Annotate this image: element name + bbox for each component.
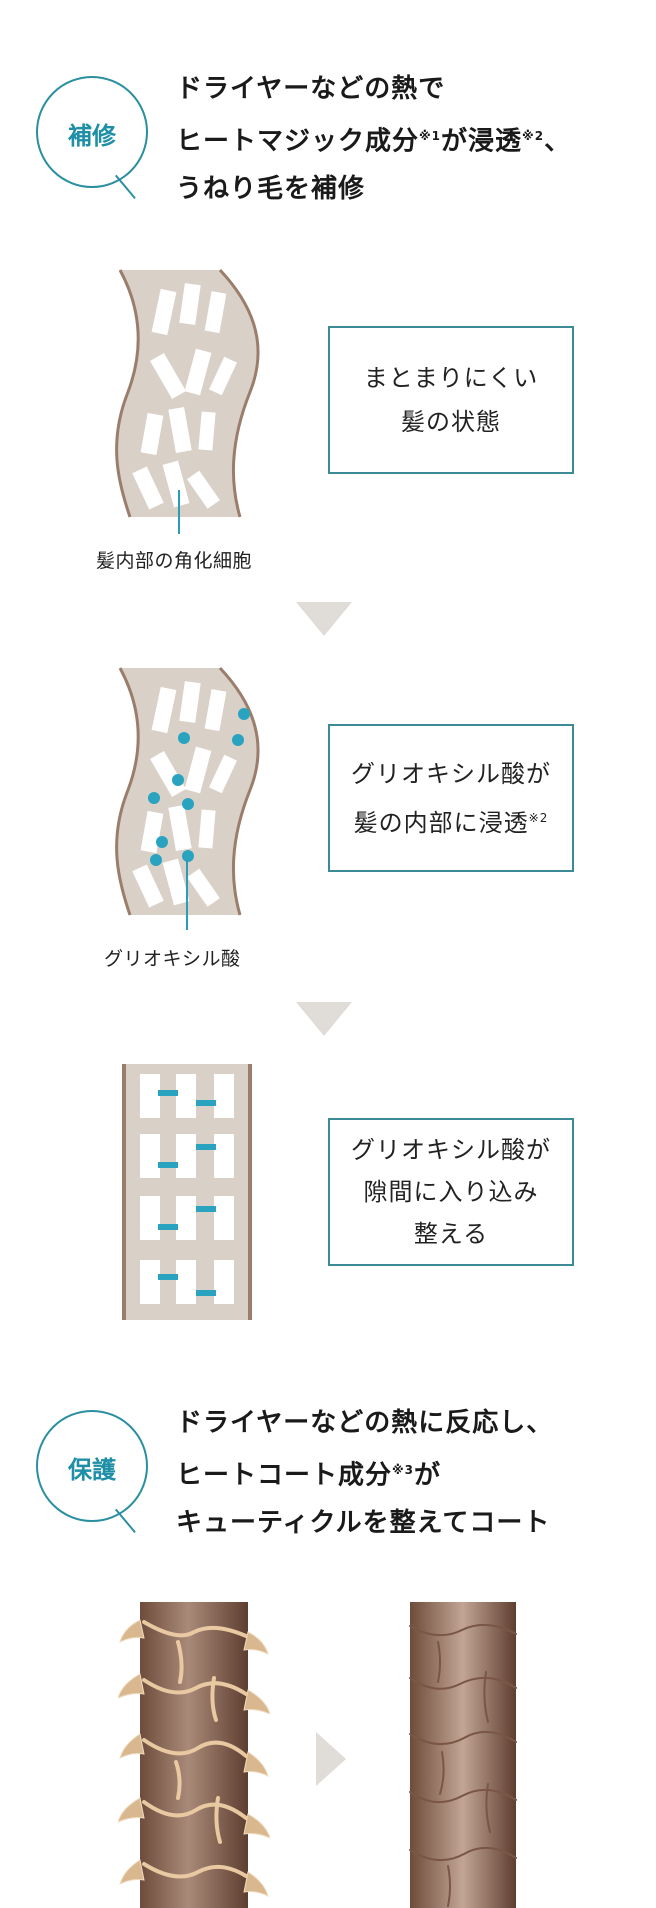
repair-badge-label: 補修 — [68, 122, 116, 150]
step2-box: グリオキシル酸が 髪の内部に浸透※2 — [328, 724, 574, 872]
protect-headline-line3: キューティクルを整えてコート — [176, 1507, 551, 1538]
protect-badge-tail — [115, 1508, 136, 1533]
right-arrow — [316, 1732, 346, 1786]
repair-badge-circle — [36, 76, 148, 188]
repair-headline-line1: ドライヤーなどの熱で — [176, 74, 446, 104]
repair-headline-line2: ヒートマジック成分※1が浸透※2、 — [176, 126, 572, 157]
step2-caption: グリオキシル酸 — [104, 948, 241, 970]
protect-headline-line1: ドライヤーなどの熱に反応し、 — [176, 1408, 554, 1438]
step1-caption: 髪内部の角化細胞 — [96, 550, 253, 572]
repair-headline: ドライヤーなどの熱で ヒートマジック成分※1が浸透※2、 うねり毛を補修 — [176, 66, 571, 213]
step3-box: グリオキシル酸が 隙間に入り込み 整える — [328, 1118, 574, 1266]
down-arrow-1 — [296, 602, 352, 636]
protect-headline: ドライヤーなどの熱に反応し、 ヒートコート成分※3が キューティクルを整えてコー… — [176, 1400, 553, 1547]
hair-illustration-unruly — [115, 268, 260, 518]
step2-caption-pointer — [186, 860, 188, 930]
hair-cuticle-damaged — [118, 1602, 270, 1908]
hair-cuticle-coated — [409, 1602, 517, 1908]
repair-headline-line3: うねり毛を補修 — [176, 173, 366, 204]
protect-badge-label: 保護 — [68, 1456, 116, 1484]
protect-badge-circle — [36, 1410, 148, 1522]
down-arrow-2 — [296, 1002, 352, 1036]
repair-badge-tail — [115, 174, 136, 199]
protect-headline-line2: ヒートコート成分※3が — [176, 1460, 442, 1491]
hair-illustration-repaired — [122, 1064, 252, 1320]
hair-illustration-penetration — [115, 666, 260, 916]
step1-caption-pointer — [178, 490, 180, 534]
step1-box: まとまりにくい 髪の状態 — [328, 326, 574, 474]
